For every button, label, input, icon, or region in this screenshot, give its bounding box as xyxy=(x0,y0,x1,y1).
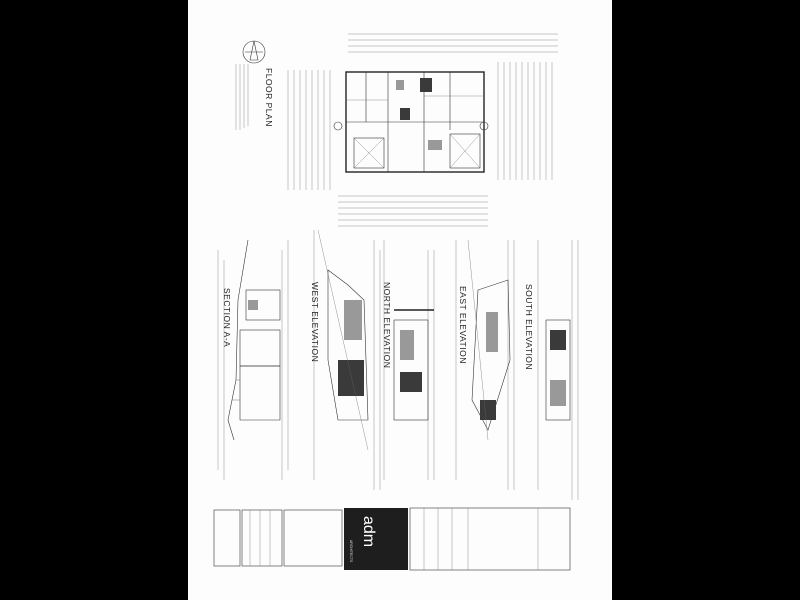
south-elevation: SOUTH ELEVATION xyxy=(524,240,579,500)
logo-subtext: ARCHITECTS xyxy=(349,540,353,563)
north-arrow-icon xyxy=(242,40,266,64)
west-elevation: WEST ELEVATION xyxy=(310,229,381,490)
architectural-drawing: FLOOR PLAN xyxy=(213,33,579,571)
north-elevation-title: NORTH ELEVATION xyxy=(382,282,392,368)
plan-notes xyxy=(235,64,249,130)
floor-plan-title: FLOOR PLAN xyxy=(264,68,274,127)
logo-text: adm xyxy=(360,516,377,547)
section-a-a-title: SECTION A-A xyxy=(222,288,232,347)
north-elevation: NORTH ELEVATION xyxy=(382,240,435,480)
west-elevation-title: WEST ELEVATION xyxy=(310,282,320,362)
east-elevation-title: EAST ELEVATION xyxy=(458,286,468,364)
drawing-sheet: FLOOR PLAN xyxy=(188,0,612,600)
plan-dimensions xyxy=(287,33,558,227)
title-block: adm ARCHITECTS xyxy=(213,507,571,571)
logo-block xyxy=(344,508,408,570)
plan-building xyxy=(333,71,489,173)
section-a-a: SECTION A-A xyxy=(217,239,289,480)
east-elevation: EAST ELEVATION xyxy=(455,239,515,490)
south-elevation-title: SOUTH ELEVATION xyxy=(524,284,534,370)
floor-plan: FLOOR PLAN xyxy=(235,33,558,227)
